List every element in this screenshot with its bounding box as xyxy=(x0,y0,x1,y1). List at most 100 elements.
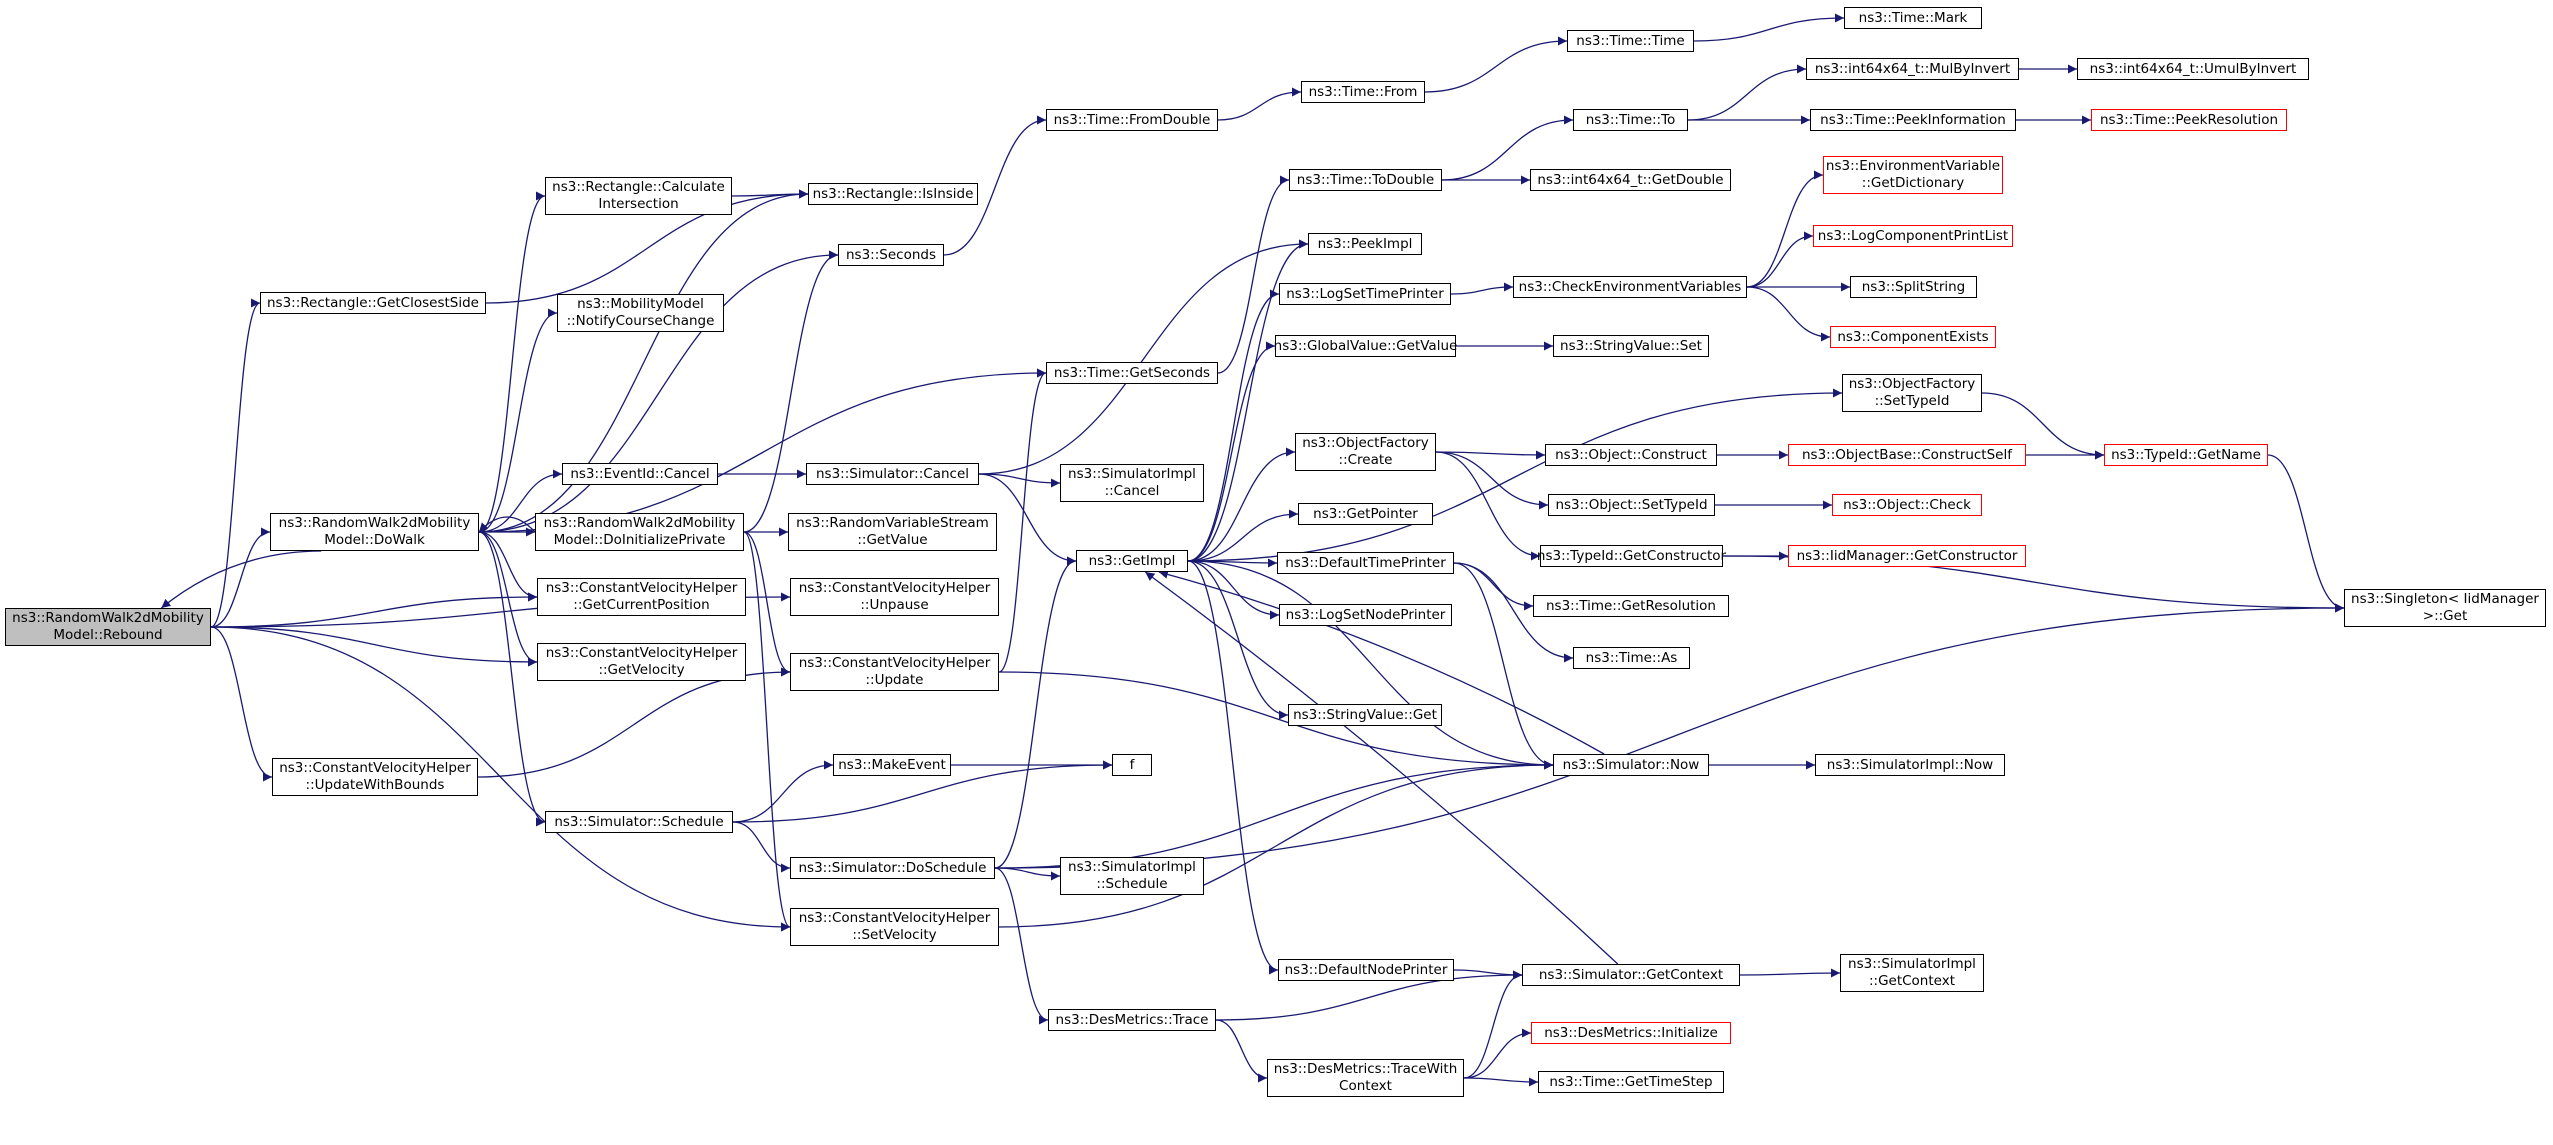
edge-doinit-to-dowalk xyxy=(478,516,536,533)
node-label-line: ns3::RandomWalk2dMobility xyxy=(12,610,204,626)
node-label-line: ::GetDictionary xyxy=(1861,175,1965,191)
edge-logsettime-to-checkenv xyxy=(1450,282,1514,295)
edge-getimpl-to-svget xyxy=(1187,560,1289,720)
node-iidgetctor[interactable]: ns3::IidManager::GetConstructor xyxy=(1788,545,2026,567)
edge-timetime-to-timemark xyxy=(1693,13,1845,42)
node-getcurpos[interactable]: ns3::ConstantVelocityHelper::GetCurrentP… xyxy=(537,578,746,616)
node-logsetnode[interactable]: ns3::LogSetNodePrinter xyxy=(1279,604,1452,626)
node-simcancel[interactable]: ns3::Simulator::Cancel xyxy=(806,463,979,485)
node-umulbyinvert[interactable]: ns3::int64x64_t::UmulByInvert xyxy=(2077,58,2309,80)
node-peekres[interactable]: ns3::Time::PeekResolution xyxy=(2091,109,2287,131)
node-setvel[interactable]: ns3::ConstantVelocityHelper::SetVelocity xyxy=(790,908,999,946)
node-label-line: ::NotifyCourseChange xyxy=(566,313,715,329)
node-label-line: ns3::StringValue::Get xyxy=(1293,706,1437,723)
node-label-line: ns3::ConstantVelocityHelper xyxy=(545,580,738,596)
node-label-line: ::SetVelocity xyxy=(852,927,937,943)
node-label-line: ns3::CheckEnvironmentVariables xyxy=(1518,278,1742,295)
edge-getimpl-to-logsetnode xyxy=(1187,560,1280,620)
node-logsettime[interactable]: ns3::LogSetTimePrinter xyxy=(1279,283,1451,305)
node-eventcancel[interactable]: ns3::EventId::Cancel xyxy=(562,463,718,485)
node-timegetstep[interactable]: ns3::Time::GetTimeStep xyxy=(1538,1071,1724,1093)
node-getclosestside[interactable]: ns3::Rectangle::GetClosestSide xyxy=(260,292,486,314)
edge-rebound-to-updwithbounds xyxy=(210,626,273,782)
node-timegetres[interactable]: ns3::Time::GetResolution xyxy=(1533,595,1729,617)
node-mulbyinvert[interactable]: ns3::int64x64_t::MulByInvert xyxy=(1806,58,2019,80)
node-checkenv[interactable]: ns3::CheckEnvironmentVariables xyxy=(1513,276,1747,298)
node-int64getdouble[interactable]: ns3::int64x64_t::GetDouble xyxy=(1530,169,1731,191)
node-todouble[interactable]: ns3::Time::ToDouble xyxy=(1289,169,1442,191)
node-label-line: ::GetCurrentPosition xyxy=(573,597,710,613)
node-desminit[interactable]: ns3::DesMetrics::Initialize xyxy=(1531,1022,1731,1044)
edge-rebound-to-dowalk xyxy=(210,527,271,628)
node-label-line: ns3::Object::Check xyxy=(1843,496,1971,513)
node-label-line: ns3::Seconds xyxy=(846,246,936,263)
node-fromdouble[interactable]: ns3::Time::FromDouble xyxy=(1046,109,1218,131)
node-simnow[interactable]: ns3::Simulator::Now xyxy=(1553,754,1709,776)
node-f[interactable]: f xyxy=(1112,754,1152,776)
node-defnodeprinter[interactable]: ns3::DefaultNodePrinter xyxy=(1278,959,1454,981)
node-ofsettypeid[interactable]: ns3::ObjectFactory::SetTypeId xyxy=(1842,374,1982,412)
node-peekimpl[interactable]: ns3::PeekImpl xyxy=(1308,233,1422,255)
node-implgetctx[interactable]: ns3::SimulatorImpl::GetContext xyxy=(1840,954,1984,992)
node-timeas[interactable]: ns3::Time::As xyxy=(1573,647,1690,669)
node-objcheck[interactable]: ns3::Object::Check xyxy=(1832,494,1982,516)
node-updwithbounds[interactable]: ns3::ConstantVelocityHelper::UpdateWithB… xyxy=(272,758,478,796)
node-label-line: ns3::Time::Time xyxy=(1576,32,1685,49)
edge-simcancel-to-implcancel xyxy=(978,473,1061,488)
node-compexists[interactable]: ns3::ComponentExists xyxy=(1830,326,1996,348)
node-update[interactable]: ns3::ConstantVelocityHelper::Update xyxy=(790,653,999,691)
node-ofcreate[interactable]: ns3::ObjectFactory::Create xyxy=(1295,433,1436,471)
node-deftimeprinter[interactable]: ns3::DefaultTimePrinter xyxy=(1277,552,1454,574)
node-singletonget[interactable]: ns3::Singleton< IidManager>::Get xyxy=(2344,589,2546,627)
node-getvel[interactable]: ns3::ConstantVelocityHelper::GetVelocity xyxy=(537,643,746,681)
node-tidgetname[interactable]: ns3::TypeId::GetName xyxy=(2104,444,2268,466)
node-label-line: ns3::ConstantVelocityHelper xyxy=(279,760,471,776)
node-implcancel[interactable]: ns3::SimulatorImpl::Cancel xyxy=(1060,464,1204,502)
node-label-line: ns3::Rectangle::GetClosestSide xyxy=(267,294,479,311)
node-splitstring[interactable]: ns3::SplitString xyxy=(1850,276,1977,298)
node-tidgetctor[interactable]: ns3::TypeId::GetConstructor xyxy=(1537,545,1726,567)
node-svset[interactable]: ns3::StringValue::Set xyxy=(1553,335,1709,357)
node-logcompprint[interactable]: ns3::LogComponentPrintList xyxy=(1813,225,2013,247)
node-isinside[interactable]: ns3::Rectangle::IsInside xyxy=(808,183,978,205)
node-svget[interactable]: ns3::StringValue::Get xyxy=(1288,704,1442,726)
node-constructself[interactable]: ns3::ObjectBase::ConstructSelf xyxy=(1788,444,2026,466)
node-simgetctx[interactable]: ns3::Simulator::GetContext xyxy=(1522,964,1740,986)
node-peekinfo[interactable]: ns3::Time::PeekInformation xyxy=(1810,109,2016,131)
node-envgetdict[interactable]: ns3::EnvironmentVariable::GetDictionary xyxy=(1823,156,2003,194)
node-objconstruct[interactable]: ns3::Object::Construct xyxy=(1545,444,1717,466)
node-getseconds[interactable]: ns3::Time::GetSeconds xyxy=(1046,362,1218,384)
node-gvgetvalue[interactable]: ns3::GlobalValue::GetValue xyxy=(1274,335,1457,357)
edge-desmtrace-to-simgetctx xyxy=(1215,970,1523,1021)
node-timeto[interactable]: ns3::Time::To xyxy=(1573,109,1688,131)
node-label-line: ::GetContext xyxy=(1868,973,1956,989)
node-doschedule[interactable]: ns3::Simulator::DoSchedule xyxy=(790,857,995,879)
node-timemark[interactable]: ns3::Time::Mark xyxy=(1844,7,1982,29)
edge-doschedule-to-getimpl xyxy=(994,556,1077,869)
node-label-line: ns3::LogSetNodePrinter xyxy=(1285,606,1446,623)
edge-fromdouble-to-timefrom xyxy=(1217,87,1302,121)
node-rvsgetvalue[interactable]: ns3::RandomVariableStream::GetValue xyxy=(788,513,997,551)
edge-checkenv-to-envgetdict xyxy=(1746,170,1824,288)
edge-setvel-to-simnow xyxy=(998,760,1554,928)
node-label-line: ns3::Time::GetSeconds xyxy=(1053,364,1211,381)
node-objsettypeid[interactable]: ns3::Object::SetTypeId xyxy=(1548,494,1715,516)
node-getimpl[interactable]: ns3::GetImpl xyxy=(1076,550,1188,572)
node-desmtrace[interactable]: ns3::DesMetrics::Trace xyxy=(1048,1009,1216,1031)
node-unpause[interactable]: ns3::ConstantVelocityHelper::Unpause xyxy=(790,578,999,616)
node-label-line: ns3::RandomWalk2dMobility xyxy=(278,515,471,531)
node-makeevent[interactable]: ns3::MakeEvent xyxy=(833,754,951,776)
node-implnow[interactable]: ns3::SimulatorImpl::Now xyxy=(1815,754,2005,776)
edge-simgetctx-to-getimpl xyxy=(1144,571,1619,965)
node-timetime[interactable]: ns3::Time::Time xyxy=(1567,30,1694,52)
node-timefrom[interactable]: ns3::Time::From xyxy=(1301,81,1425,103)
node-implschedule[interactable]: ns3::SimulatorImpl::Schedule xyxy=(1060,857,1204,895)
node-notifycourse[interactable]: ns3::MobilityModel::NotifyCourseChange xyxy=(557,294,724,332)
node-getpointer[interactable]: ns3::GetPointer xyxy=(1298,503,1433,525)
node-seconds[interactable]: ns3::Seconds xyxy=(838,244,944,266)
node-schedule[interactable]: ns3::Simulator::Schedule xyxy=(545,811,733,833)
